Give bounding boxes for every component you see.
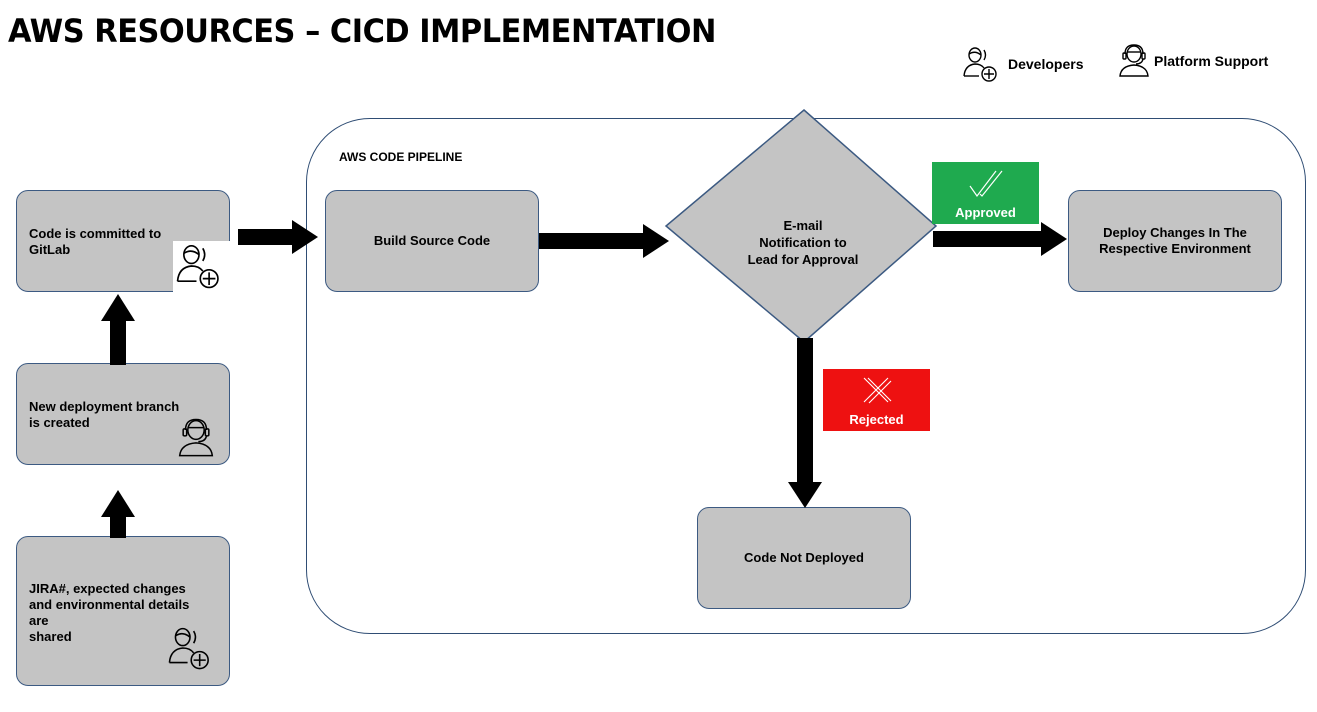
step-branch-box: New deployment branch is created [16,363,230,465]
step-not-deployed-box: Code Not Deployed [697,507,911,609]
arrow-approval-to-deploy [933,222,1067,256]
step-not-deployed-text: Code Not Deployed [744,550,864,565]
rejected-label: Rejected [849,412,904,427]
legend-developers-label: Developers [1008,56,1084,72]
step-commit-text: Code is committed to GitLab [29,226,162,257]
double-check-icon [969,170,1003,198]
rejected-badge: Rejected [823,369,930,431]
page-title: AWS RESOURCES – CICD IMPLEMENTATION [8,12,716,50]
step-approval-text: E-mail Notification to Lead for Approval [747,218,859,267]
developer-icon [168,627,209,670]
approved-badge: Approved [932,162,1039,224]
step-build-text: Build Source Code [373,233,491,248]
step-jira-box: JIRA#, expected changes and environmenta… [16,536,230,686]
step-jira-text: JIRA#, expected changes and environmenta… [29,581,190,644]
developer-icon [176,244,219,289]
arrow-approval-to-not-deployed [788,338,822,508]
step-branch-text: New deployment branch is created [29,399,180,430]
step-commit-box: Code is committed to GitLab [16,190,231,293]
arrow-branch-to-commit [101,294,135,365]
support-agent-icon [178,418,214,457]
approved-label: Approved [955,205,1016,220]
developer-icon [963,47,997,82]
step-deploy-text: Deploy Changes In The Respective Environ… [1099,225,1251,256]
pipeline-label: AWS CODE PIPELINE [339,150,463,164]
arrow-commit-to-build [238,220,318,254]
legend-platform-support: Platform Support [1116,42,1268,78]
step-deploy-box: Deploy Changes In The Respective Environ… [1068,190,1282,292]
support-agent-icon [1119,44,1149,77]
legend-platform-support-label: Platform Support [1154,53,1269,69]
arrow-build-to-approval [539,224,669,258]
double-x-icon [863,377,892,404]
arrow-jira-to-branch [101,490,135,538]
legend-developers: Developers [962,46,1083,82]
step-build-box: Build Source Code [325,190,539,292]
